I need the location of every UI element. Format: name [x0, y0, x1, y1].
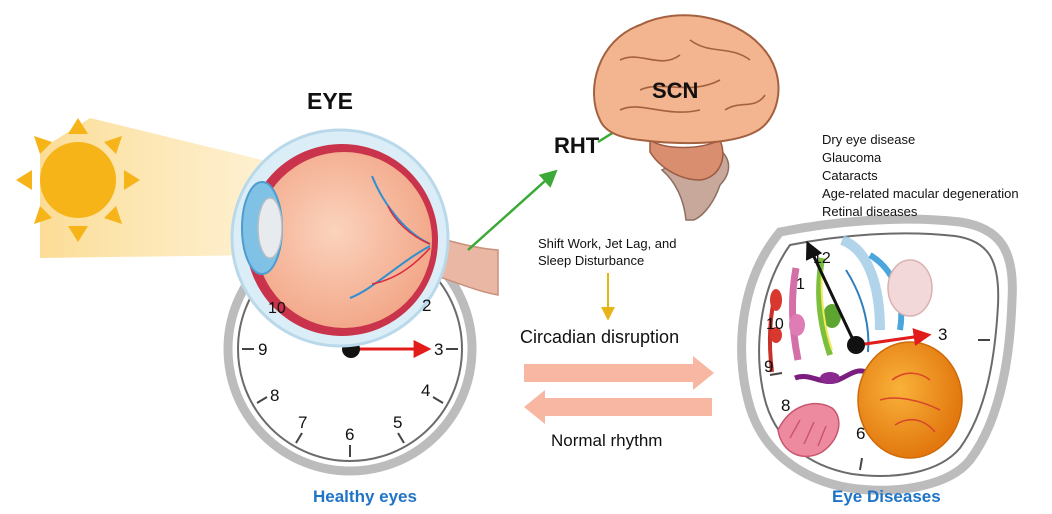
right-clock-ticks: [769, 339, 990, 471]
right-clock-number: 6: [856, 424, 866, 443]
right-clock-number: 1: [796, 276, 805, 293]
brain-illustration: [593, 14, 780, 221]
left-clock-number: 3: [434, 340, 444, 359]
disease-item: Age-related macular degeneration: [822, 186, 1019, 201]
right-clock-number: 8: [781, 396, 791, 415]
disease-item: Dry eye disease: [822, 132, 916, 147]
disease-item: Retinal diseases: [822, 204, 918, 219]
left-clock-ticks: [242, 348, 458, 457]
eyeball-illustration: [230, 128, 499, 348]
left-clock-number: 10: [268, 300, 286, 317]
right-clock-number: 12: [813, 250, 831, 267]
scn-label: SCN: [652, 78, 699, 103]
left-clock-number: 6: [345, 425, 355, 444]
eye-to-rht-arrow: [467, 169, 558, 251]
right-clock-hand-black: [805, 240, 857, 345]
right-clock-hand-red: [857, 328, 932, 347]
right-clock-number: 3: [938, 325, 948, 344]
factors-line-2: Sleep Disturbance: [538, 253, 645, 268]
right-clock-number: 9: [764, 357, 774, 376]
disease-list: Dry eye disease Glaucoma Cataracts Age-r…: [822, 131, 1019, 221]
right-clock-number: 10: [766, 316, 784, 333]
disruption-arrow: [524, 356, 714, 390]
left-clock-number: 8: [270, 386, 280, 405]
left-clock-number: 2: [422, 296, 432, 315]
normal-rhythm-arrow: [524, 390, 712, 424]
left-clock-number: 9: [258, 340, 268, 359]
rht-label: RHT: [554, 133, 600, 158]
disease-item: Glaucoma: [822, 150, 882, 165]
left-clock-number: 4: [421, 381, 431, 400]
left-clock-number: 5: [393, 413, 403, 432]
factors-line-1: Shift Work, Jet Lag, and: [538, 236, 677, 251]
eye-diseases-caption: Eye Diseases: [832, 487, 941, 506]
circadian-disruption-label: Circadian disruption: [520, 327, 680, 347]
sun-icon: [16, 118, 140, 242]
disease-item: Cataracts: [822, 168, 878, 183]
retinal-cells-illustration: [767, 235, 963, 459]
healthy-eyes-caption: Healthy eyes: [313, 487, 417, 506]
eye-label: EYE: [307, 88, 354, 114]
left-clock-number: 7: [298, 413, 308, 432]
right-clock-center: [847, 336, 865, 354]
normal-rhythm-label: Normal rhythm: [551, 431, 663, 450]
